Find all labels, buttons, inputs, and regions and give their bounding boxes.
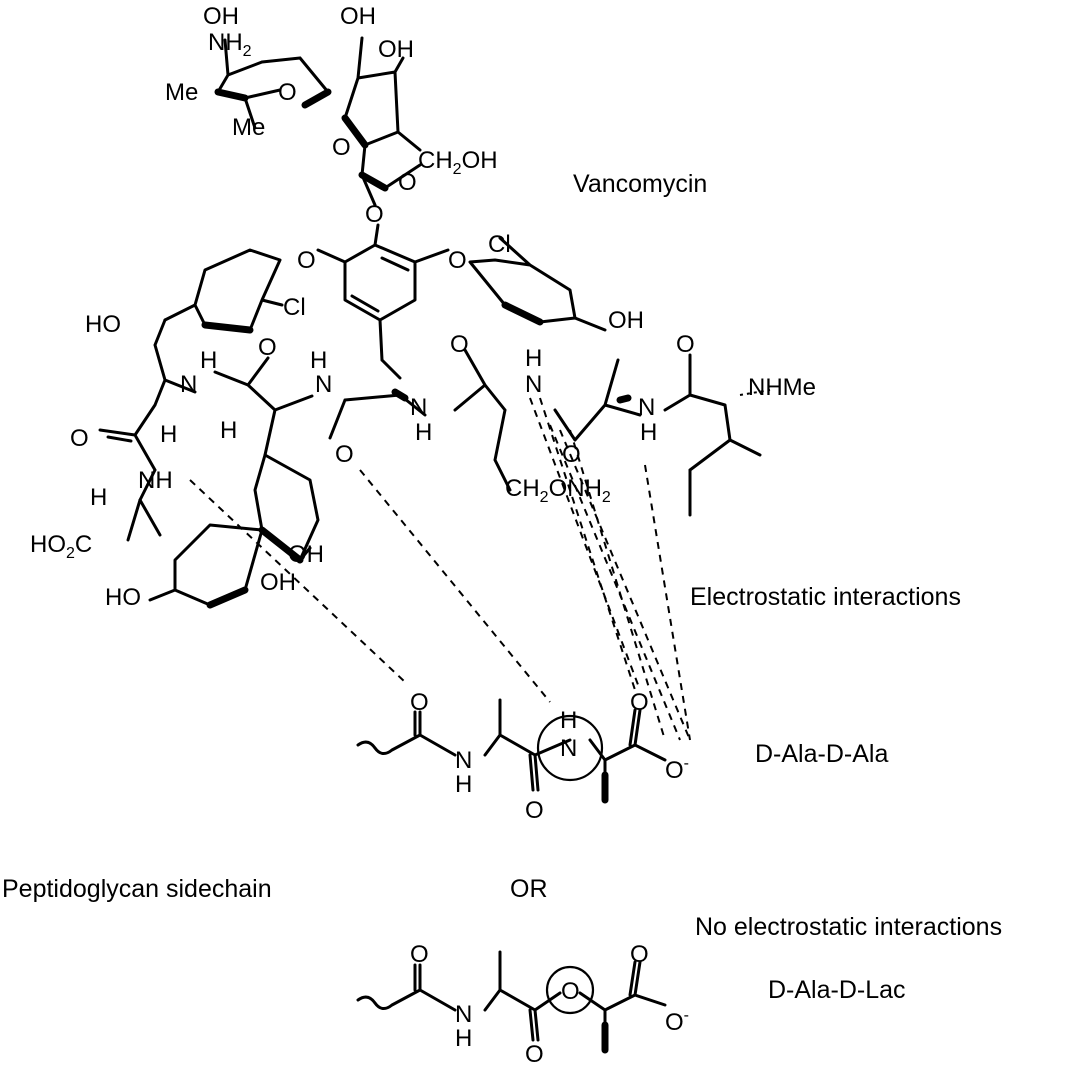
ho2c-label: HO2C: [30, 531, 92, 562]
o-aryl-glyco-label: O: [365, 201, 384, 228]
ch2onh2-label: CH2ONH2: [505, 475, 611, 506]
peptide-backbone: [98, 318, 771, 542]
h-alpha1-label: H: [160, 421, 177, 448]
dal-o1-label: O: [410, 941, 429, 968]
daa-o4-label: O-: [665, 755, 689, 784]
vancomycin-caption: Vancomycin: [573, 170, 707, 198]
electrostatic-caption: Electrostatic interactions: [690, 583, 961, 611]
oh-sugar2b-label: OH: [378, 36, 414, 63]
me1-label: Me: [165, 79, 198, 106]
left-chloro-ring: [163, 248, 284, 334]
nh5-label: N: [638, 394, 655, 421]
d-ala-d-ala-structure: [356, 698, 667, 804]
interaction-dashes: [189, 397, 691, 741]
daa-h2-label: H: [560, 707, 577, 734]
d-ala-d-lac-structure: [356, 950, 667, 1054]
o-amide6-label: O: [562, 441, 581, 468]
oh-lower-ring-label: OH: [288, 541, 324, 568]
right-chloro-ring: [468, 236, 607, 332]
oh-sugar1-label: OH: [203, 3, 239, 30]
o-amide5-label: O: [335, 441, 354, 468]
nh6-label: NH: [138, 467, 173, 494]
cl-left-label: Cl: [283, 294, 306, 321]
oh-right-label: OH: [608, 307, 644, 334]
dal-o2-label: O: [525, 1041, 544, 1066]
daa-o1-label: O: [410, 689, 429, 716]
nh1-label: N: [180, 371, 197, 398]
captions: Vancomycin Electrostatic interactions D-…: [2, 170, 1002, 1004]
dal-o-ester-label: O: [561, 978, 580, 1005]
o-amide2-label: O: [450, 331, 469, 358]
h-alpha2-label: H: [220, 417, 237, 444]
oh-lower-ring2-label: OH: [260, 569, 296, 596]
vancosamine-sugar: [214, 38, 332, 130]
h-alpha3-label: H: [90, 484, 107, 511]
daa-n2-label: N: [560, 735, 577, 762]
no-electrostatic-caption: No electrostatic interactions: [695, 913, 1002, 941]
dal-o4-label: O-: [665, 1007, 689, 1036]
ch2oh-label: CH2OH: [418, 147, 498, 178]
o-ether-left-label: O: [297, 247, 316, 274]
o-sugar1-ring-label: O: [278, 79, 297, 106]
h-nh1-label: H: [200, 347, 217, 374]
nhme-label: NHMe: [748, 374, 816, 401]
cl-right-label: Cl: [488, 231, 511, 258]
d-ala-d-ala-caption: D-Ala-D-Ala: [755, 740, 888, 768]
lower-aromatic-rings: [138, 453, 320, 609]
me2-label: Me: [232, 114, 265, 141]
oh-sugar2a-label: OH: [340, 3, 376, 30]
dal-h1-label: H: [455, 1025, 472, 1052]
peptidoglycan-caption: Peptidoglycan sidechain: [2, 875, 272, 903]
h-nh3-label: H: [525, 345, 542, 372]
h-nh2-label: H: [310, 347, 327, 374]
nh2-amide-label: N: [315, 371, 332, 398]
o-ether-right-label: O: [448, 247, 467, 274]
nh4-label: N: [410, 394, 427, 421]
o-amide1-label: O: [258, 334, 277, 361]
o-sugar2-ring-label: O: [398, 169, 417, 196]
d-ala-d-lac-caption: D-Ala-D-Lac: [768, 976, 906, 1004]
ho-left-label: HO: [85, 311, 121, 338]
dal-n1-label: N: [455, 1001, 472, 1028]
nh3-label: N: [525, 371, 542, 398]
ho-lower-label: HO: [105, 584, 141, 611]
daa-o3-label: O: [630, 689, 649, 716]
daa-h1-label: H: [455, 771, 472, 798]
nh2-sugar1-label: NH2: [208, 29, 252, 60]
o-amide4-label: O: [70, 425, 89, 452]
o-amide3-label: O: [676, 331, 695, 358]
h-nh5-label: H: [640, 419, 657, 446]
o-glyco-label: O: [332, 134, 351, 161]
central-aromatic-ring: [316, 223, 450, 380]
atom-labels: OH NH2 Me O Me OH OH O CH2OH O O O O Cl …: [30, 3, 816, 1066]
h-nh4-label: H: [415, 419, 432, 446]
daa-o2-label: O: [525, 797, 544, 824]
dal-o3-label: O: [630, 941, 649, 968]
glucose-sugar: [341, 36, 422, 207]
or-caption: OR: [510, 875, 548, 903]
daa-n1-label: N: [455, 747, 472, 774]
